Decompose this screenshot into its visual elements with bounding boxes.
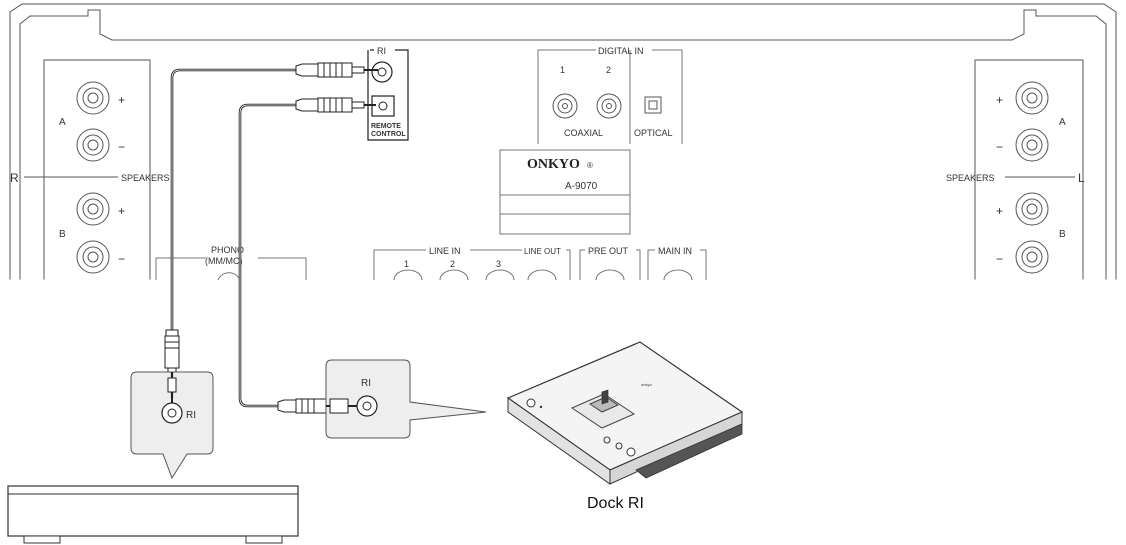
- coaxial-jack-1: [552, 93, 578, 119]
- speakers-label: SPEAKERS: [121, 173, 170, 183]
- terminal-a-minus: [76, 128, 110, 162]
- source-device-box: [7, 485, 299, 544]
- ri-jack-upper: [371, 61, 393, 83]
- main-in-label: MAIN IN: [658, 246, 692, 256]
- set-a-label: A: [59, 117, 66, 128]
- amplifier-rear-panel: [0, 3, 1126, 283]
- model-plate: ONKYO ® A-9070: [499, 149, 631, 235]
- set-b-label: B: [1059, 229, 1066, 240]
- channel-l-label: L: [1078, 171, 1085, 185]
- ri-jack-source: [161, 402, 183, 424]
- callout-source-ri: RI: [130, 371, 214, 480]
- optical-label: OPTICAL: [634, 128, 673, 138]
- minus-sign: −: [996, 252, 1003, 266]
- digital-in-block: DIGITAL IN 1 2 COAXIAL OPTICAL: [537, 46, 683, 144]
- terminal-b-minus: [1015, 240, 1049, 274]
- model-number: A-9070: [565, 181, 598, 192]
- ri-jack-dock: [356, 395, 378, 417]
- line-in-3-label: 3: [496, 259, 501, 269]
- dock-device: onkyo: [506, 341, 744, 485]
- coaxial-label: COAXIAL: [564, 128, 603, 138]
- terminal-a-minus: [1015, 128, 1049, 162]
- speakers-label: SPEAKERS: [946, 173, 995, 183]
- terminal-a-plus: [1015, 81, 1049, 115]
- phono-block: PHONO (MM/MC): [155, 245, 307, 281]
- line-in-label: LINE IN: [429, 246, 461, 256]
- line-in-1-label: 1: [404, 259, 409, 269]
- speaker-terminals-right-channel: + − + − A B R SPEAKERS: [10, 81, 170, 274]
- mini-plug-middle: [295, 97, 376, 113]
- remote-control-label-line1: REMOTE: [371, 123, 401, 130]
- terminal-b-minus: [76, 240, 110, 274]
- callout-dock-ri: RI: [325, 359, 487, 439]
- pre-out-label: PRE OUT: [588, 246, 629, 256]
- cable-to-source-device: [164, 62, 378, 410]
- line-out-label: LINE OUT: [524, 247, 561, 256]
- digital-in-label: DIGITAL IN: [598, 46, 644, 56]
- mini-plug-upper: [295, 62, 378, 78]
- registered-mark: ®: [587, 161, 593, 170]
- coaxial-jack-2: [596, 93, 622, 119]
- minus-sign: −: [996, 140, 1003, 154]
- plus-sign: +: [118, 93, 125, 107]
- speaker-terminals-left-channel: + − + − A B SPEAKERS L: [946, 81, 1085, 274]
- phono-label-line1: PHONO: [211, 245, 244, 255]
- dock-caption: Dock RI: [587, 495, 644, 512]
- line-in-2-label: 2: [450, 259, 455, 269]
- set-a-label: A: [1059, 117, 1066, 128]
- cable-to-dock: [238, 97, 376, 414]
- minus-sign: −: [118, 140, 125, 154]
- line-io-block: LINE IN 1 2 3 LINE OUT PRE OUT MAIN IN: [373, 246, 707, 281]
- remote-control-label-line2: CONTROL: [371, 131, 406, 138]
- plus-sign: +: [118, 204, 125, 218]
- optical-jack: [644, 96, 662, 114]
- channel-r-label: R: [10, 171, 19, 185]
- brand-logo: ONKYO: [527, 157, 580, 172]
- dock-logo: onkyo: [641, 382, 652, 387]
- callout-ri-label: RI: [186, 410, 196, 421]
- terminal-b-plus: [1015, 192, 1049, 226]
- minus-sign: −: [118, 252, 125, 266]
- plus-sign: +: [996, 93, 1003, 107]
- plus-sign: +: [996, 204, 1003, 218]
- digital-1-label: 1: [560, 65, 565, 75]
- set-b-label: B: [59, 229, 66, 240]
- ri-label: RI: [377, 46, 386, 56]
- digital-2-label: 2: [606, 65, 611, 75]
- phono-label-line2: (MM/MC): [205, 256, 243, 266]
- terminal-b-plus: [76, 192, 110, 226]
- callout-ri-label: RI: [361, 378, 371, 389]
- terminal-a-plus: [76, 81, 110, 115]
- ri-remote-control-block: RI REMOTE CONTROL: [367, 46, 409, 141]
